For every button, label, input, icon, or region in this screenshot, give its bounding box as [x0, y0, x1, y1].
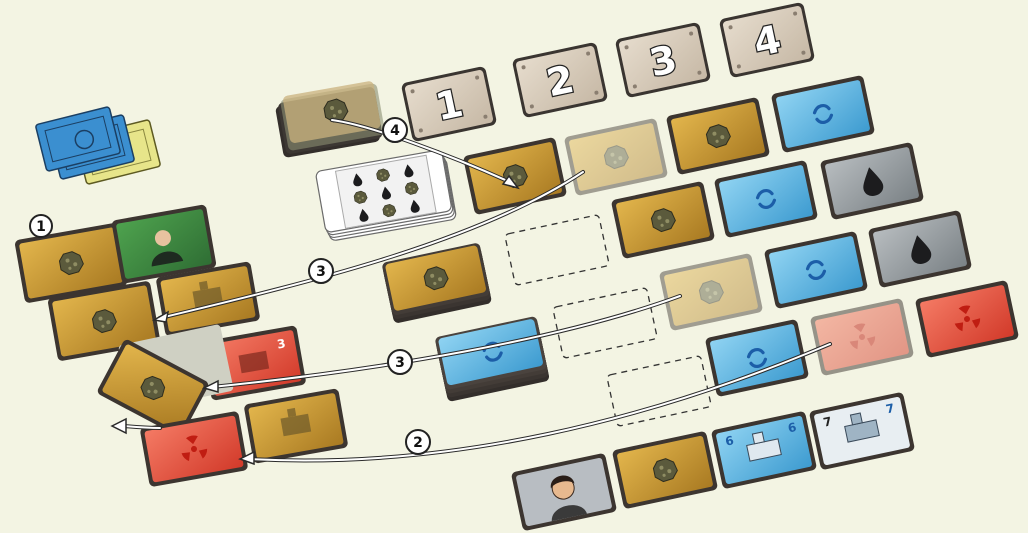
empty-slot[interactable]	[505, 215, 610, 286]
water-card[interactable]	[764, 231, 868, 309]
callout-3-upper: 3	[309, 259, 333, 283]
mine-card[interactable]	[666, 97, 770, 175]
callout-1: 1	[30, 215, 52, 237]
oil-card[interactable]	[820, 142, 924, 220]
callout-number: 3	[316, 264, 326, 280]
callout-4: 4	[383, 118, 407, 142]
callout-3-lower: 3	[388, 350, 412, 374]
water-card[interactable]	[771, 75, 875, 153]
callout-number: 2	[413, 435, 423, 451]
callout-number: 1	[36, 219, 46, 235]
mine-card[interactable]	[612, 431, 718, 510]
arrow-out	[124, 426, 160, 428]
card-back-deck[interactable]	[315, 149, 456, 242]
header-tile-4[interactable]: 4	[719, 2, 816, 79]
header-tile-2[interactable]: 2	[512, 42, 609, 119]
callout-2: 2	[406, 430, 430, 454]
header-tile-1[interactable]: 1	[401, 66, 498, 143]
oil-card[interactable]	[868, 210, 972, 288]
arrow-out-head	[112, 419, 126, 433]
mine-card[interactable]	[463, 137, 567, 215]
energy-card-faded[interactable]	[810, 298, 914, 376]
mine-card-faded[interactable]	[659, 253, 763, 331]
callout-number: 4	[390, 123, 400, 139]
water-deck[interactable]	[434, 316, 549, 402]
portrait-card[interactable]	[511, 453, 617, 532]
header-tile-3[interactable]: 3	[615, 22, 712, 99]
empty-slot[interactable]	[553, 288, 658, 359]
energy-card[interactable]	[915, 280, 1019, 358]
mine-deck-top[interactable]	[273, 80, 386, 158]
callout-number: 3	[395, 355, 405, 371]
mine-card-faded[interactable]	[564, 118, 668, 196]
vehicle-card-white[interactable]: 7 7	[809, 392, 915, 471]
vehicle-card-blue[interactable]: 6 6	[711, 411, 817, 490]
mine-card[interactable]	[611, 181, 715, 259]
money-cards[interactable]	[35, 107, 160, 185]
arrow-3-upper-head	[154, 312, 168, 322]
player-machine-card-2[interactable]	[244, 388, 349, 464]
water-card[interactable]	[714, 160, 818, 238]
